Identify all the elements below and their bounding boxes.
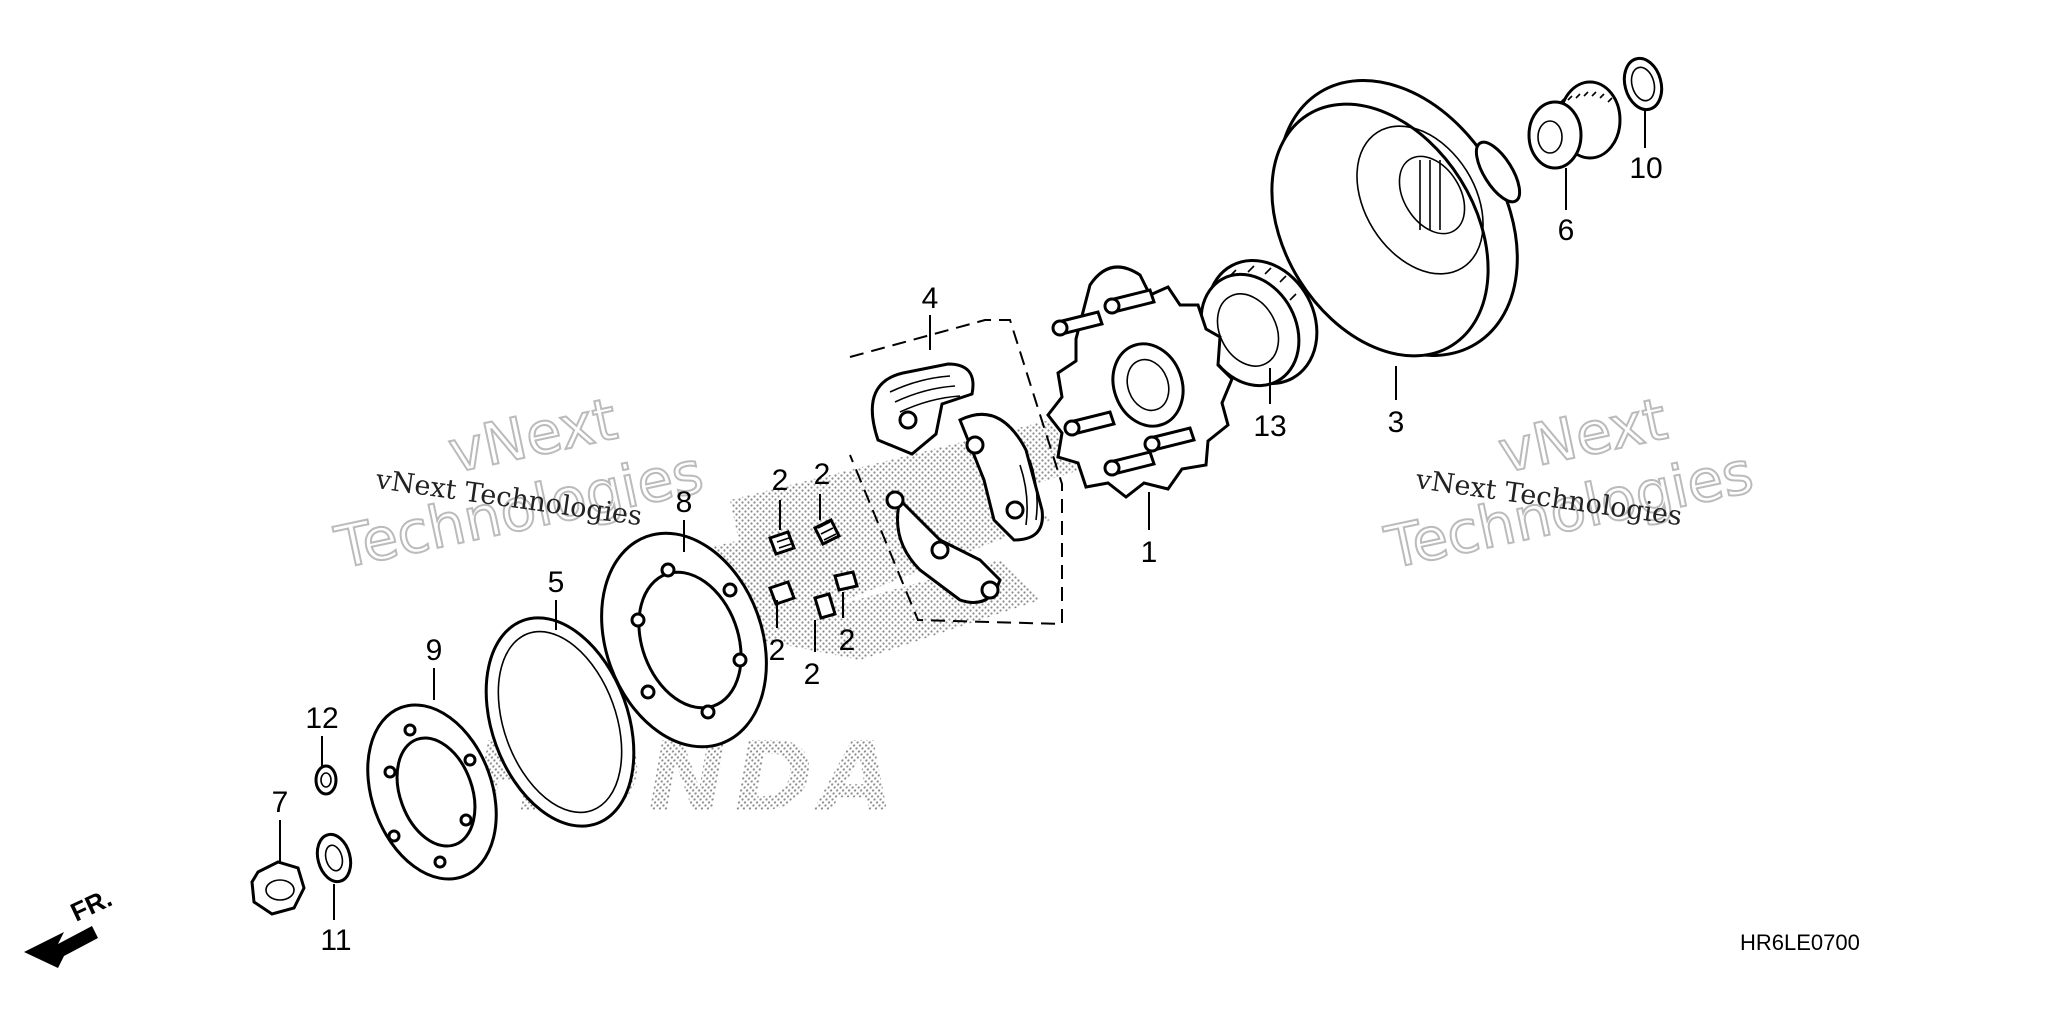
part-6-gear xyxy=(1527,80,1622,170)
callout-2: 2 xyxy=(772,464,789,497)
callout-9: 9 xyxy=(426,634,443,667)
part-11-washer xyxy=(315,832,353,884)
part-12-nut xyxy=(314,764,338,796)
part-4-clutch-weight-assembly xyxy=(849,319,1063,626)
diagram-code: HR6LE0700 xyxy=(1740,930,1860,955)
callout-2: 2 xyxy=(839,624,856,657)
part-5-ring xyxy=(484,616,636,828)
callout-1: 1 xyxy=(1141,536,1158,569)
callout-4: 4 xyxy=(922,282,939,315)
callout-3: 3 xyxy=(1388,406,1405,439)
callout-11: 11 xyxy=(320,924,351,957)
part-7-lock-nut xyxy=(250,860,306,916)
callout-5: 5 xyxy=(548,566,565,599)
part-1-drive-plate xyxy=(1046,265,1234,499)
callout-8: 8 xyxy=(676,486,693,519)
callout-10: 10 xyxy=(1629,152,1662,185)
part-10-washer xyxy=(1622,56,1664,112)
part-3-clutch-outer xyxy=(1270,78,1522,358)
callout-2: 2 xyxy=(814,458,831,491)
leader-lines xyxy=(279,110,1646,920)
front-direction-indicator: FR. xyxy=(24,883,117,968)
part-8-plate xyxy=(600,531,768,749)
callout-labels: 1 2 2 2 2 2 3 4 5 6 7 8 9 10 11 12 13 xyxy=(272,152,1663,957)
callout-7: 7 xyxy=(272,786,289,819)
callout-2: 2 xyxy=(804,658,821,691)
part-2-springs xyxy=(768,517,859,620)
front-label: FR. xyxy=(66,883,117,928)
front-arrow-icon xyxy=(24,926,98,968)
part-9-plate xyxy=(366,703,498,881)
callout-6: 6 xyxy=(1558,214,1575,247)
callout-2: 2 xyxy=(769,634,786,667)
callout-12: 12 xyxy=(305,702,338,735)
callout-13: 13 xyxy=(1253,410,1286,443)
